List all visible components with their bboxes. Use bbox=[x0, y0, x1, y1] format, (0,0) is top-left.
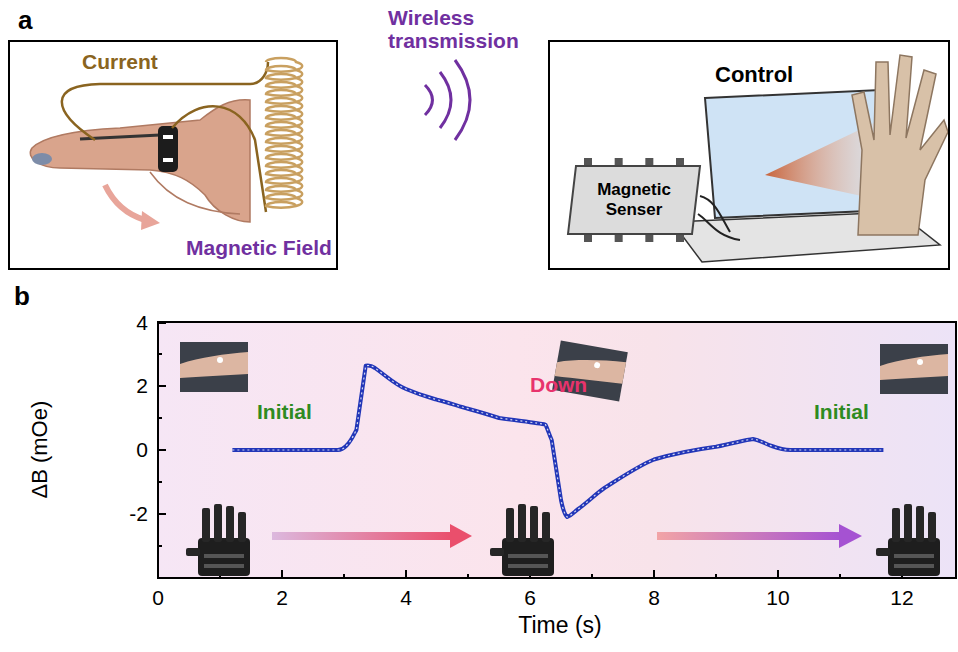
cable bbox=[700, 196, 730, 232]
tick-label: 4 bbox=[400, 586, 412, 610]
state-label: Initial bbox=[814, 400, 869, 424]
tick-label: 10 bbox=[766, 586, 789, 610]
plot-background bbox=[158, 322, 956, 578]
plot-frame bbox=[158, 322, 956, 578]
tick-label: 6 bbox=[524, 586, 536, 610]
progress-arrow bbox=[272, 532, 452, 540]
robot-hand bbox=[852, 55, 948, 235]
state-label: Down bbox=[530, 373, 587, 397]
coil bbox=[266, 58, 302, 208]
tick-label: 2 bbox=[276, 586, 288, 610]
ring-stripe bbox=[163, 135, 173, 139]
panel-letter: b bbox=[14, 282, 30, 312]
sensor-chip: Magnetic Senser bbox=[566, 158, 702, 242]
current-label: Current bbox=[82, 50, 158, 74]
hand bbox=[30, 100, 250, 222]
wave bbox=[455, 60, 470, 140]
wave bbox=[440, 72, 451, 128]
state-label: Initial bbox=[257, 400, 312, 424]
cable bbox=[698, 214, 740, 240]
folded-finger bbox=[150, 172, 240, 214]
motion-arrow bbox=[105, 185, 145, 220]
tick-label: 4 bbox=[136, 311, 148, 335]
figure-panel: CurrentMagnetic Field bbox=[8, 40, 338, 270]
field-label: Magnetic Field bbox=[186, 236, 332, 260]
progress-arrow bbox=[657, 532, 841, 540]
tick-label: 0 bbox=[136, 438, 148, 462]
data-curve bbox=[232, 366, 883, 517]
motion-arrowhead bbox=[141, 211, 160, 230]
axis-ticks bbox=[158, 323, 902, 578]
fingernail bbox=[32, 153, 52, 165]
data-curve-markers bbox=[232, 366, 883, 517]
progress-arrowhead bbox=[450, 524, 472, 548]
robot-hand-icon bbox=[490, 504, 554, 576]
axis-title: Time (s) bbox=[518, 612, 601, 638]
finger-photo bbox=[880, 344, 948, 394]
progress-arrowhead bbox=[839, 524, 862, 548]
tick-label: 8 bbox=[648, 586, 660, 610]
tick-label: 2 bbox=[136, 374, 148, 398]
sensor-label: Magnetic Senser bbox=[586, 180, 682, 219]
ring bbox=[158, 126, 178, 172]
tick-label: 0 bbox=[152, 586, 164, 610]
tick-label: -2 bbox=[129, 502, 148, 526]
axis-title: ΔB (mOe) bbox=[27, 401, 52, 499]
control-label: Control bbox=[715, 62, 793, 87]
finger-photo bbox=[180, 342, 248, 392]
current-wire bbox=[172, 106, 266, 212]
wireless-label: Wireless transmission bbox=[388, 6, 548, 52]
robot-hand-icon bbox=[876, 504, 940, 576]
ring-stripe bbox=[163, 158, 173, 162]
panel-letter: a bbox=[18, 6, 32, 36]
robot-hand-icon bbox=[186, 504, 250, 576]
tick-label: 12 bbox=[890, 586, 913, 610]
wave bbox=[425, 85, 433, 115]
figure-panel: ControlMagnetic Senser bbox=[548, 40, 950, 270]
current-wire bbox=[62, 62, 268, 140]
